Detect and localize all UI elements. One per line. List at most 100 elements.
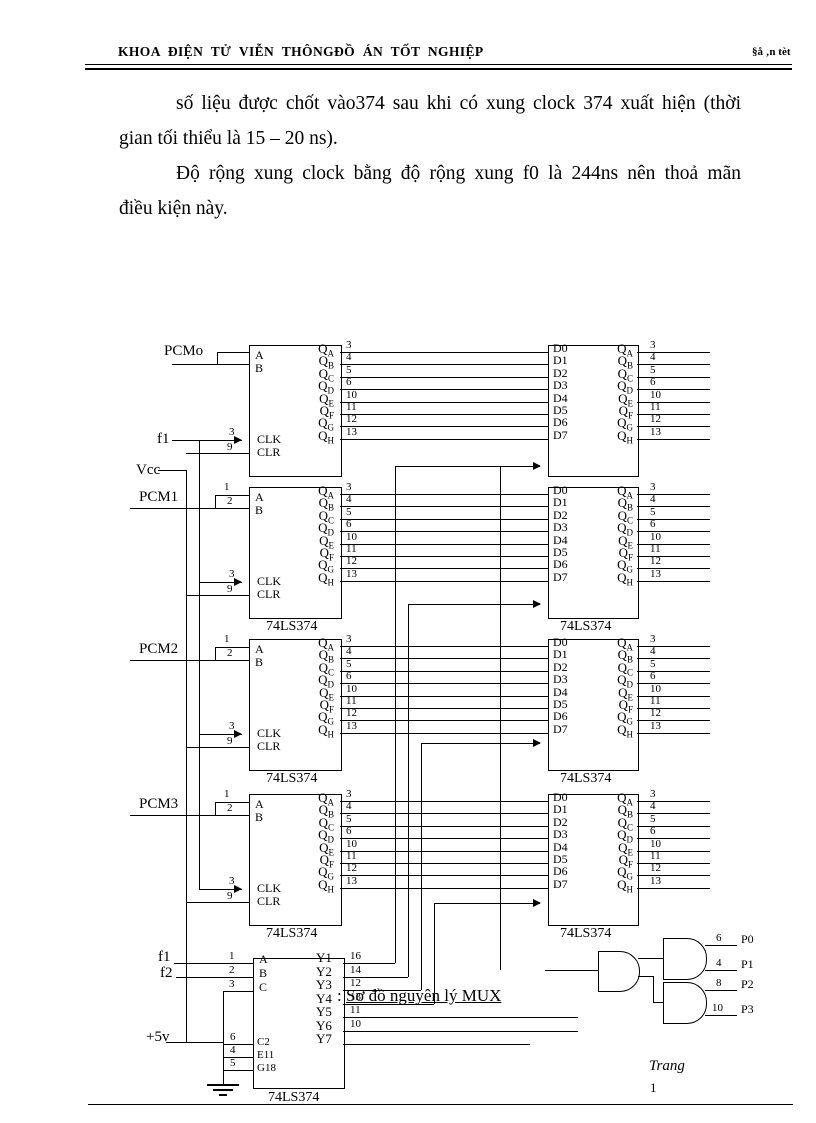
enable-wire (223, 1044, 253, 1045)
q-output-label: QC (617, 815, 633, 833)
pin-number: 10 (346, 683, 357, 695)
pin-number: 3 (650, 339, 656, 351)
p-output-wire (705, 970, 737, 971)
pin-number: 2 (229, 964, 235, 976)
q-output-label: QC (318, 660, 334, 678)
q-output-label: QA (318, 341, 334, 359)
pin-number: 3 (229, 978, 235, 990)
clock-arrow (533, 600, 541, 608)
q-subscript: G (626, 422, 634, 433)
output-wire (637, 506, 710, 507)
q-output-label: QE (319, 391, 335, 409)
q-output-label: QG (617, 557, 633, 575)
q-output-label: QC (617, 508, 633, 526)
q-output-label: QB (617, 353, 633, 371)
wire (215, 647, 249, 648)
signal-label-f1: f1 (158, 949, 171, 965)
pin-number: 11 (346, 850, 357, 862)
q-subscript: E (328, 398, 335, 409)
q-subscript: H (327, 435, 335, 446)
f1-rail (199, 440, 200, 889)
wire (215, 802, 216, 815)
d-input-label: D3 (553, 827, 568, 841)
p-output-pin: 8 (716, 977, 722, 989)
pin-number: 6 (650, 670, 656, 682)
clk-pin-number: 3 (229, 875, 235, 887)
signal-label-f1: f1 (157, 431, 170, 447)
page-footer-label: Trang (649, 1058, 685, 1074)
output-wire (637, 733, 710, 734)
output-wire (637, 494, 710, 495)
q-output-label: QD (617, 827, 633, 845)
vcc-wire (158, 470, 186, 471)
output-wire (637, 863, 710, 864)
header-rule (85, 64, 792, 70)
d-input-label: D6 (553, 557, 568, 571)
q-subscript: F (627, 410, 633, 421)
and-gate-left (598, 951, 640, 992)
d-input-label: D2 (553, 815, 568, 829)
output-wire (637, 364, 710, 365)
pin-number: 11 (346, 401, 357, 413)
wire (215, 647, 216, 660)
q-subscript: B (626, 654, 633, 665)
pin-number: 13 (346, 568, 357, 580)
y-output-label: Y2 (316, 964, 332, 979)
gate-link-wire (638, 958, 663, 959)
d-input-label: D0 (553, 635, 568, 649)
pin-number: 6 (230, 1031, 236, 1043)
f2-wire (176, 977, 253, 978)
clock-bus-vertical (408, 604, 409, 977)
q-output-label: QG (617, 415, 634, 433)
pin-number: 5 (346, 364, 352, 376)
y-output-wire (343, 1031, 578, 1032)
decoder-chip (253, 958, 345, 1089)
p-output-pin: 6 (716, 932, 722, 944)
clr-wire (186, 747, 249, 748)
pin-number: 4 (650, 493, 656, 505)
gate-link-wire (653, 1002, 663, 1003)
clock-bus-vertical (434, 903, 435, 1004)
q-subscript: H (626, 884, 634, 895)
q-output-label: QE (618, 840, 633, 858)
q-subscript: A (626, 490, 634, 501)
a-pin-number: 1 (224, 481, 230, 493)
data-wire (340, 389, 548, 390)
output-wire (637, 531, 710, 532)
data-wire (340, 544, 548, 545)
clr-pin-number: 9 (227, 735, 233, 747)
output-wire (637, 426, 710, 427)
paragraph-line: số liệu được chốt vào374 sau khi có xung… (176, 93, 741, 114)
q-subscript: F (627, 859, 633, 870)
data-wire (340, 801, 548, 802)
q-output-label: QD (318, 672, 334, 690)
pin-number: 5 (230, 1057, 236, 1069)
p-output-label: P3 (741, 1002, 754, 1016)
pin-number: 6 (346, 376, 352, 388)
b-pin-number: 2 (227, 802, 233, 814)
latch-clock-wire (395, 466, 540, 467)
q-output-label: QG (617, 709, 633, 727)
pin-number: 11 (346, 543, 357, 555)
q-output-label: QB (617, 802, 633, 820)
latch-clock-wire (421, 743, 540, 744)
enable-wire (223, 1057, 253, 1058)
d-input-label: D7 (553, 428, 568, 442)
d-input-label: D5 (553, 545, 568, 559)
output-wire (637, 813, 710, 814)
q-subscript: C (327, 373, 334, 384)
data-wire (340, 863, 548, 864)
gate-link-wire (653, 976, 654, 1002)
f1-wire (174, 963, 253, 964)
data-wire (340, 581, 548, 582)
clock-arrow (234, 578, 242, 586)
signal-label-pcm3: PCM3 (139, 796, 179, 812)
data-wire (340, 519, 548, 520)
d-input-label: D7 (553, 570, 568, 584)
q-subscript: C (626, 822, 633, 833)
q-subscript: H (626, 729, 634, 740)
decoder-enable-label: G18 (257, 1062, 276, 1074)
latch-chip-2 (548, 639, 639, 771)
